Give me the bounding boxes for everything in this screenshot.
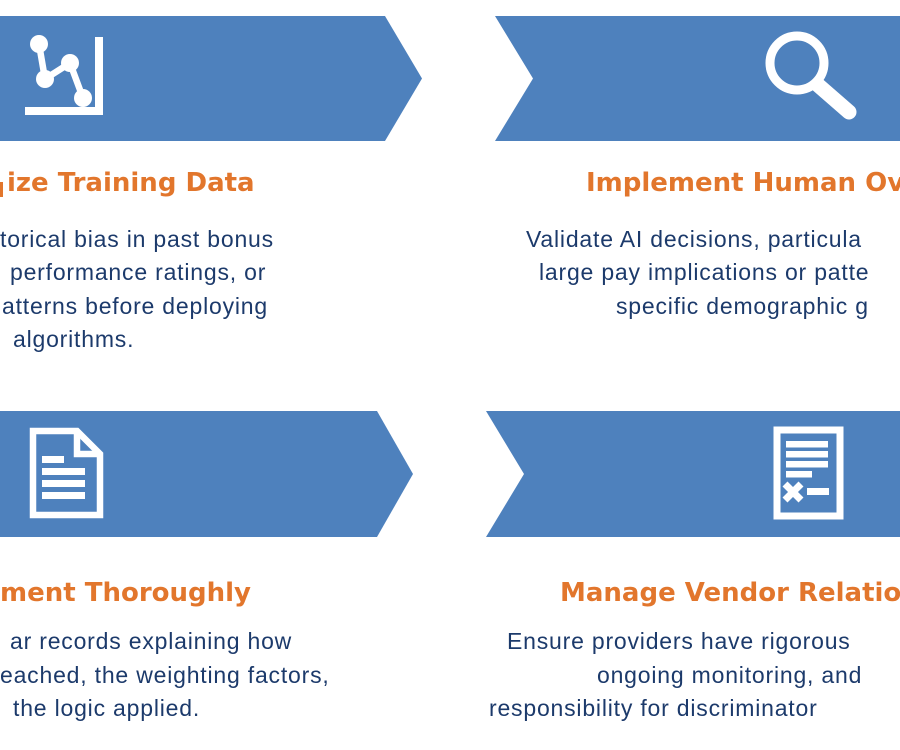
card-heading-vendor-relationships: Manage Vendor Relatio — [560, 578, 900, 608]
chevron-banner-top-left — [0, 16, 422, 141]
card-body-line: Validate AI decisions, particula — [526, 226, 862, 252]
card-body-line: the logic applied. — [13, 695, 201, 721]
cut-letter-fragment — [0, 182, 3, 197]
card-body-line: large pay implications or patte — [539, 259, 870, 285]
card-body-line: torical bias in past bonus — [0, 226, 274, 252]
card-body-line: eached, the weighting factors, — [0, 662, 330, 688]
card-heading-human-oversight: Implement Human Ov — [586, 168, 900, 198]
form-x-icon — [773, 426, 844, 520]
card-body-line: atterns before deploying — [2, 293, 268, 319]
card-body-line: performance ratings, or — [10, 259, 267, 285]
card-body-line: ar records explaining how — [10, 628, 293, 654]
card-body-line: responsibility for discriminator — [489, 695, 818, 721]
line-chart-icon — [25, 35, 103, 115]
magnifying-glass-icon — [765, 31, 857, 120]
card-body-line: ongoing monitoring, and — [597, 662, 863, 688]
document-icon — [29, 427, 104, 519]
card-heading-training-data: ize Training Data — [7, 168, 255, 198]
card-body-line: specific demographic g — [616, 293, 869, 319]
card-heading-document-thoroughly: ment Thoroughly — [0, 578, 251, 608]
card-body-line: algorithms. — [13, 326, 135, 352]
chevron-banner-top-right — [495, 16, 900, 141]
card-body-line: Ensure providers have rigorous — [507, 628, 851, 654]
